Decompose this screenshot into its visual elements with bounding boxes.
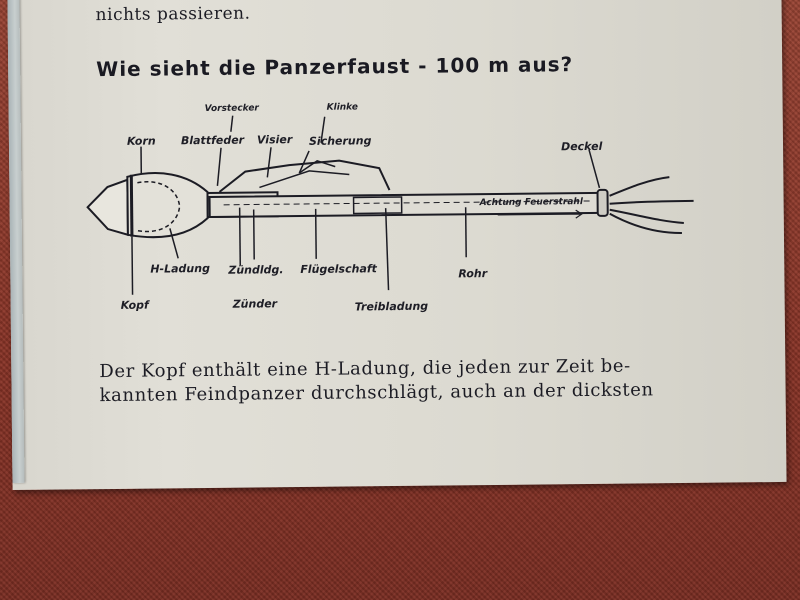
label-klinke: Klinke (326, 102, 358, 113)
label-fluegelschaft: Flügelschaft (300, 262, 377, 277)
label-deckel: Deckel (560, 139, 603, 154)
exhaust-line (609, 208, 684, 224)
warhead-ring (129, 174, 134, 237)
body-text-line-1: Der Kopf enthält eine H-Ladung, die jede… (99, 355, 631, 383)
h-charge-outline (137, 181, 181, 233)
body-text-line-2: kannten Feindpanzer durchschlägt, auch a… (99, 379, 654, 407)
rear-cap (596, 188, 609, 217)
trigger-lever (259, 170, 350, 189)
exhaust-line (609, 212, 682, 235)
label-korn: Korn (126, 134, 156, 148)
label-treibladung: Treibladung (354, 299, 429, 314)
label-kopf: Kopf (120, 298, 149, 312)
label-zuendladung: Zündldg. (228, 263, 284, 277)
sight-assembly (218, 159, 391, 193)
panzerfaust-diagram (86, 115, 694, 295)
exhaust-line (609, 176, 670, 197)
exhaust-line (609, 199, 694, 205)
booklet-page: nichts passieren. Wie sieht die Panzerfa… (7, 0, 787, 491)
label-blattfeder: Blattfeder (180, 133, 245, 148)
label-achtung-feuerstrahl: Achtung Feuerstrahl (479, 197, 583, 209)
warhead-cone (86, 178, 129, 237)
label-visier: Visier (256, 133, 293, 147)
label-h-ladung: H-Ladung (150, 261, 210, 276)
label-vorstecker: Vorstecker (204, 103, 259, 115)
label-sicherung: Sicherung (308, 134, 372, 148)
label-zuender: Zünder (232, 297, 278, 311)
label-rohr: Rohr (458, 267, 488, 281)
safety-catch (298, 160, 336, 174)
tube-inner-dashes (223, 200, 590, 206)
warning-arrow (497, 209, 583, 219)
propellant-charge (352, 196, 403, 215)
